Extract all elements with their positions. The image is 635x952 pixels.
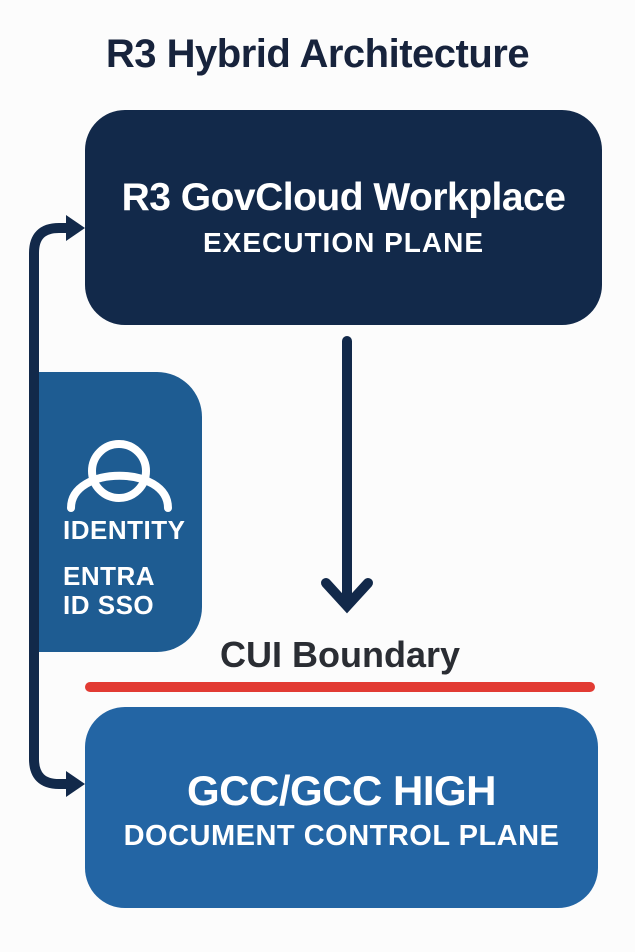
cui-boundary-line: [85, 682, 595, 692]
document-control-plane-box: GCC/GCC HIGH DOCUMENT CONTROL PLANE: [85, 707, 598, 908]
identity-connector-arrow: [29, 215, 85, 797]
execution-plane-box: R3 GovCloud Workplace EXECUTION PLANE: [85, 110, 602, 325]
identity-label: IDENTITY: [63, 515, 186, 545]
sso-line: ID SSO: [63, 590, 155, 620]
control-plane-title: GCC/GCC HIGH: [187, 766, 497, 814]
execution-plane-subtitle: EXECUTION PLANE: [202, 227, 485, 258]
execution-plane-title: R3 GovCloud Workplace: [121, 176, 566, 219]
control-plane-subtitle: DOCUMENT CONTROL PLANE: [123, 819, 560, 852]
person-icon: [67, 440, 172, 512]
diagram-title: R3 Hybrid Architecture: [105, 32, 530, 76]
entra-line: ENTRA: [63, 561, 156, 591]
down-arrow: [321, 336, 373, 614]
identity-box: IDENTITY ENTRA ID SSO: [39, 372, 202, 652]
cui-boundary-label: CUI Boundary: [219, 634, 460, 675]
identity-sso-label: ENTRA ID SSO: [63, 562, 155, 620]
